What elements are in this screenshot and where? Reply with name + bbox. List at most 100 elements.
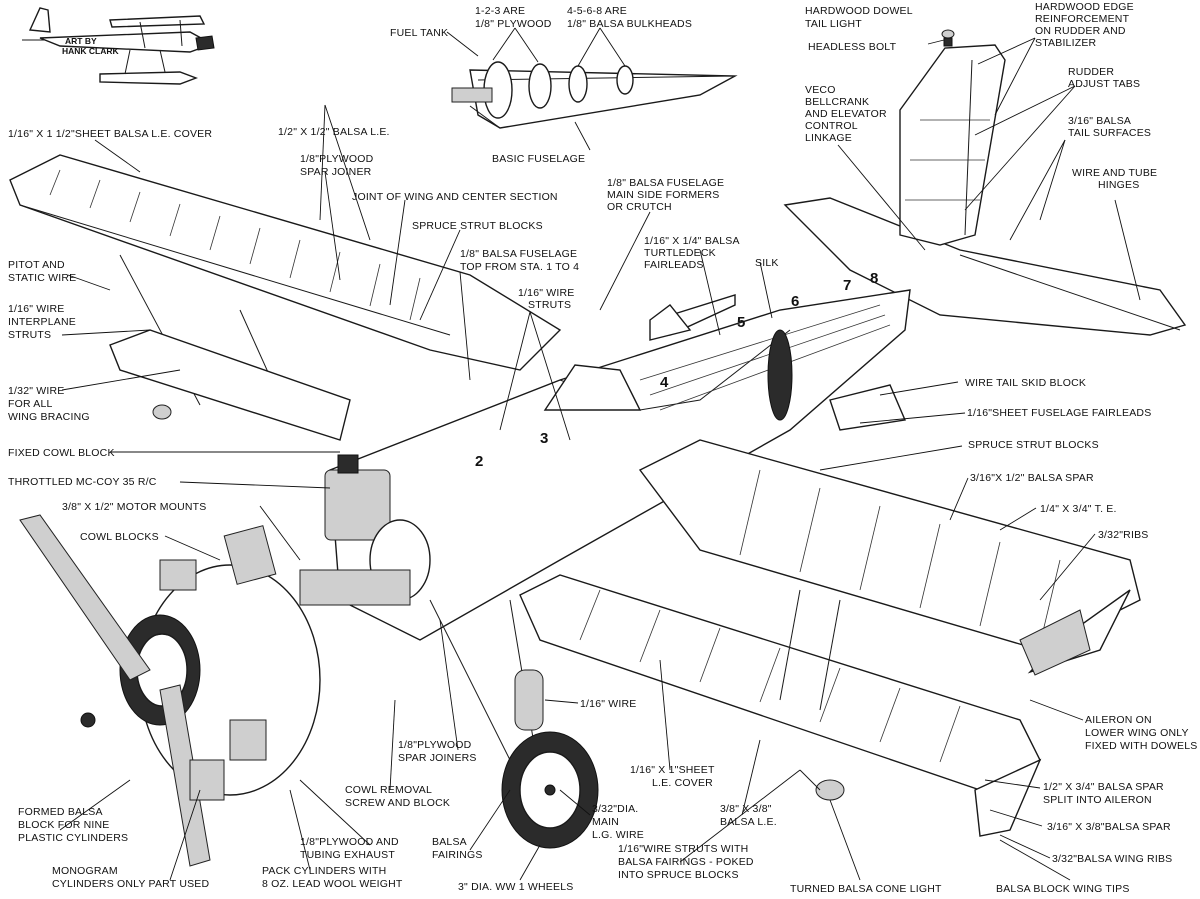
label-aileron: LOWER WING ONLY (1085, 727, 1189, 739)
label-balsa-le: 1/2" X 1/2" BALSA L.E. (278, 126, 390, 138)
upper-wing-drawing (9, 154, 562, 411)
label-veco-bellcrank: LINKAGE (805, 132, 852, 144)
label-wing-bracing: 1/32" WIRE (8, 385, 65, 397)
biplane-vignette-illustration: ART BY HANK CLARK (22, 7, 215, 85)
label-fuselage-formers: 1/8" BALSA FUSELAGE (607, 177, 724, 189)
label-le-cover: 1/16" X 1 1/2"SHEET BALSA L.E. COVER (8, 128, 212, 140)
label-veco-bellcrank: BELLCRANK (805, 96, 869, 108)
label-strut-fairings: BALSA FAIRINGS - POKED (618, 856, 754, 868)
label-monogram: CYLINDERS ONLY PART USED (52, 878, 210, 890)
label-joint-wing: JOINT OF WING AND CENTER SECTION (352, 191, 558, 203)
label-headless-bolt: HEADLESS BOLT (808, 41, 897, 53)
station-number: 3 (540, 430, 548, 447)
label-turtledeck: FAIRLEADS (644, 259, 704, 271)
misc-parts-drawing (799, 384, 1091, 801)
label-wing-bracing: FOR ALL (8, 398, 53, 410)
label-lg-wire: L.G. WIRE (592, 829, 644, 841)
label-bulkheads: 4-5-6-8 ARE (567, 5, 627, 17)
label-exhaust: 1/8"PLYWOOD AND (300, 836, 399, 848)
label-turtledeck: TURTLEDECK (644, 247, 716, 259)
label-cone-light: TURNED BALSA CONE LIGHT (790, 883, 942, 895)
label-spruce-strut-right: SPRUCE STRUT BLOCKS (968, 439, 1099, 451)
label-balsa-le-3-8: 3/8" X 3/8" (720, 803, 772, 815)
credit-line-2: HANK CLARK (62, 46, 120, 56)
label-edge-reinforcement: STABILIZER (1035, 37, 1097, 49)
label-balsa-spar-3-8: 3/16" X 3/8"BALSA SPAR (1047, 821, 1171, 833)
label-spar-joiner: SPAR JOINER (300, 166, 372, 178)
label-fuselage-formers: MAIN SIDE FORMERS (607, 189, 720, 201)
label-aileron: FIXED WITH DOWELS (1085, 740, 1198, 752)
label-wire-struts: STRUTS (528, 299, 571, 311)
label-veco-bellcrank: AND ELEVATOR (805, 108, 887, 120)
label-pack-cylinders: PACK CYLINDERS WITH (262, 865, 386, 877)
landing-gear-drawing (429, 599, 599, 849)
engine-drawing (299, 454, 431, 606)
label-formed-block: BLOCK FOR NINE (18, 819, 109, 831)
label-veco-bellcrank: CONTROL (805, 120, 858, 132)
credit-line-1: ART BY (65, 36, 97, 46)
callout-labels: FUEL TANK 1-2-3 ARE 1/8" PLYWOOD 4-5-6-8… (8, 1, 1198, 895)
label-pitot: STATIC WIRE (8, 272, 76, 284)
label-wing-ribs: 3/32"BALSA WING RIBS (1052, 853, 1172, 865)
label-cowl-removal: SCREW AND BLOCK (345, 797, 450, 809)
label-spruce-strut-top: SPRUCE STRUT BLOCKS (412, 220, 543, 232)
label-tail-surfaces: TAIL SURFACES (1068, 127, 1151, 139)
label-fuselage-top: TOP FROM STA. 1 TO 4 (460, 261, 579, 273)
fuselage-drawing (329, 289, 911, 641)
cowl-and-propeller-drawing (19, 514, 321, 867)
label-wing-tips: BALSA BLOCK WING TIPS (996, 883, 1130, 895)
label-cowl-removal: COWL REMOVAL (345, 784, 432, 796)
label-wing-bracing: WING BRACING (8, 411, 90, 423)
label-monogram: MONOGRAM (52, 865, 118, 877)
label-rudder-tabs: RUDDER (1068, 66, 1114, 78)
label-wheels: 3" DIA. WW 1 WHEELS (458, 881, 573, 893)
label-tail-skid: WIRE TAIL SKID BLOCK (965, 377, 1086, 389)
label-fuel-tank: FUEL TANK (390, 27, 448, 39)
label-rudder-tabs: ADJUST TABS (1068, 78, 1140, 90)
label-pack-cylinders: 8 OZ. LEAD WOOL WEIGHT (262, 878, 403, 890)
station-number: 2 (475, 453, 483, 470)
label-bulkheads: 1/8" BALSA BULKHEADS (567, 18, 692, 30)
label-fuselage-formers: OR CRUTCH (607, 201, 672, 213)
label-edge-reinforcement: ON RUDDER AND (1035, 25, 1126, 37)
label-basic-fuselage: BASIC FUSELAGE (492, 153, 585, 165)
label-spar-joiners: SPAR JOINERS (398, 752, 477, 764)
label-wire-1-16: 1/16" WIRE (580, 698, 637, 710)
label-lg-wire: 3/32"DIA. (592, 803, 638, 815)
label-balsa-le-3-8: BALSA L.E. (720, 816, 777, 828)
label-cowl-blocks: COWL BLOCKS (80, 531, 159, 543)
station-number: 4 (660, 374, 669, 391)
label-sheet-le-cover: 1/16" X 1"SHEET (630, 764, 715, 776)
label-formed-block: PLASTIC CYLINDERS (18, 832, 128, 844)
label-interplane-struts: STRUTS (8, 329, 51, 341)
label-fuselage-top: 1/8" BALSA FUSELAGE (460, 248, 577, 260)
label-hinges: HINGES (1098, 179, 1139, 191)
label-turtledeck: 1/16" X 1/4" BALSA (644, 235, 740, 247)
label-spar-joiner: 1/8"PLYWOOD (300, 153, 374, 165)
label-pitot: PITOT AND (8, 259, 65, 271)
label-interplane-struts: 1/16" WIRE (8, 303, 65, 315)
label-edge-reinforcement: HARDWOOD EDGE (1035, 1, 1134, 13)
label-tail-light: TAIL LIGHT (805, 18, 862, 30)
label-strut-fairings: INTO SPRUCE BLOCKS (618, 869, 739, 881)
label-wire-struts: 1/16" WIRE (518, 287, 575, 299)
label-edge-reinforcement: REINFORCEMENT (1035, 13, 1130, 25)
label-aileron: AILERON ON (1085, 714, 1152, 726)
label-sheet-le-cover: L.E. COVER (652, 777, 713, 789)
label-silk: SILK (755, 257, 779, 269)
station-number: 6 (791, 293, 799, 310)
label-balsa-spar-3-16: 3/16"X 1/2" BALSA SPAR (970, 472, 1094, 484)
label-motor-mounts: 3/8" X 1/2" MOTOR MOUNTS (62, 501, 207, 513)
label-hinges: WIRE AND TUBE (1072, 167, 1157, 179)
label-tail-light: HARDWOOD DOWEL (805, 5, 913, 17)
label-engine: THROTTLED MC-COY 35 R/C (8, 476, 157, 488)
station-number: 5 (737, 314, 745, 331)
lower-left-wing-drawing (109, 329, 351, 441)
label-veco-bellcrank: VECO (805, 84, 836, 96)
label-interplane-struts: INTERPLANE (8, 316, 76, 328)
label-split-spar: 1/2" X 3/4" BALSA SPAR (1043, 781, 1164, 793)
label-fuselage-fairleads: 1/16"SHEET FUSELAGE FAIRLEADS (967, 407, 1151, 419)
leader-lines (59, 27, 1141, 881)
lower-right-wing-drawing (519, 574, 1042, 837)
